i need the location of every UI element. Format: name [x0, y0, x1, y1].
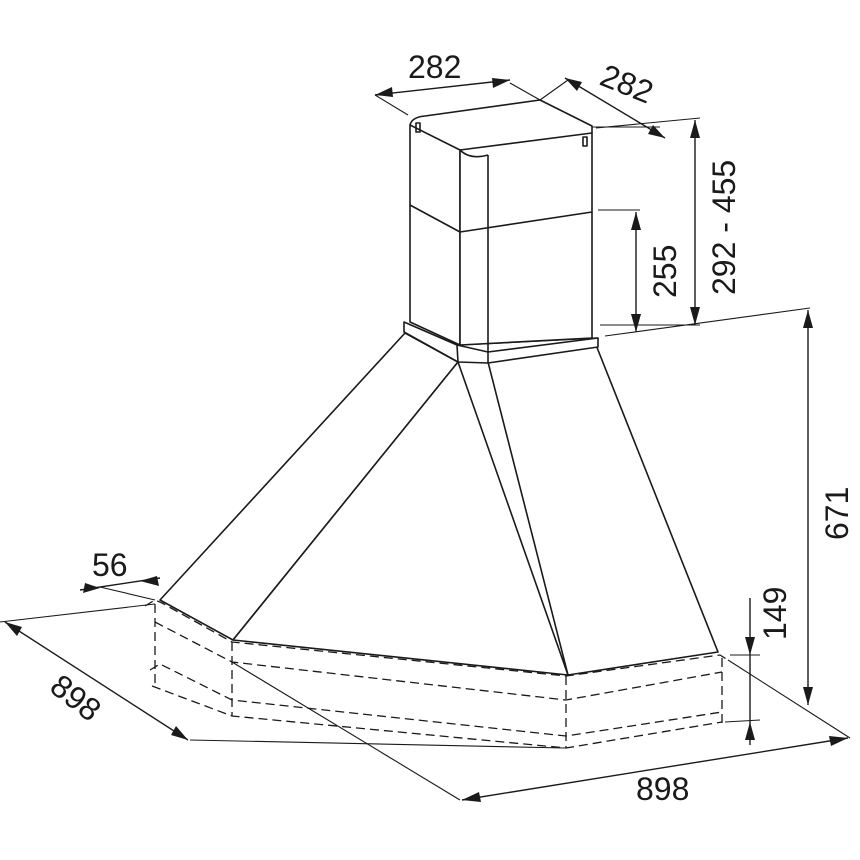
dim-chimney-depth-line [564, 77, 666, 139]
label-trim-height: 149 [757, 587, 793, 640]
label-upper-chimney-section: 255 [647, 245, 683, 298]
dim-right-width-line [461, 737, 849, 801]
extension-lines [0, 79, 851, 801]
dim-chimney-width-line [374, 79, 511, 96]
canopy-center-edge-2 [487, 361, 569, 676]
label-right-width: 898 [636, 771, 689, 807]
canopy [159, 332, 719, 676]
canopy-center-edge [457, 361, 569, 676]
dimension-labels: 282 282 292 - 455 255 671 149 56 898 898 [44, 49, 855, 807]
trim-band-outline [144, 599, 729, 749]
dim-left-width-line [4, 621, 189, 741]
label-chimney-width: 282 [408, 49, 461, 85]
label-canopy-height: 671 [819, 487, 855, 540]
label-chimney-height-range: 292 - 455 [706, 160, 742, 295]
chimney [409, 99, 593, 352]
label-trim-offset: 56 [92, 547, 128, 583]
chimney-right-face [459, 132, 593, 346]
dimension-lines [4, 77, 849, 802]
chimney-left-face [409, 124, 461, 346]
label-left-width: 898 [44, 667, 108, 728]
